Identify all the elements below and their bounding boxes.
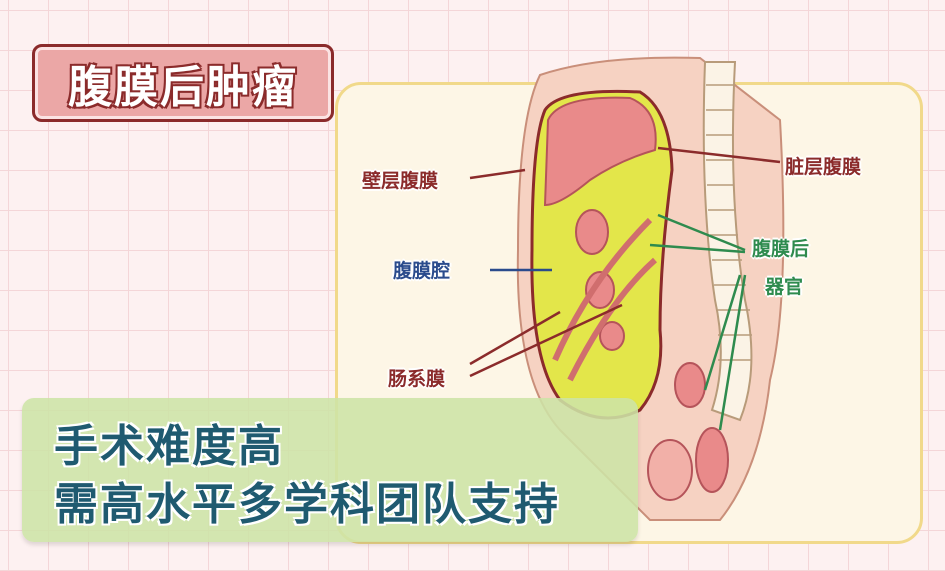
summary-banner: 手术难度高 需高水平多学科团队支持 — [22, 398, 638, 542]
banner-line-2: 需高水平多学科团队支持 — [54, 479, 560, 530]
kidney — [674, 362, 706, 408]
leader-lines — [469, 146, 781, 431]
page-title: 腹膜后肿瘤 — [67, 61, 298, 114]
label-peritoneal-cavity: 腹膜腔 — [393, 260, 451, 282]
liver — [543, 96, 657, 207]
label-parietal-peritoneum: 壁层腹膜 — [362, 170, 439, 192]
spine — [702, 61, 753, 422]
label-retroperitoneal-organs-line2: 器官 — [765, 276, 804, 298]
label-visceral-peritoneum: 脏层腹膜 — [785, 156, 862, 178]
title-badge: 腹膜后肿瘤 — [32, 44, 334, 122]
intestine-loop — [575, 209, 609, 255]
intestine-loop — [585, 271, 615, 309]
label-mesentery: 肠系膜 — [388, 368, 446, 390]
label-retroperitoneal-organs-line1: 腹膜后 — [752, 238, 810, 260]
bladder — [647, 439, 693, 501]
mesentery-strand — [552, 217, 653, 362]
rectum — [695, 427, 729, 493]
intestine-loop — [599, 321, 625, 351]
banner-line-1: 手术难度高 — [54, 421, 284, 472]
